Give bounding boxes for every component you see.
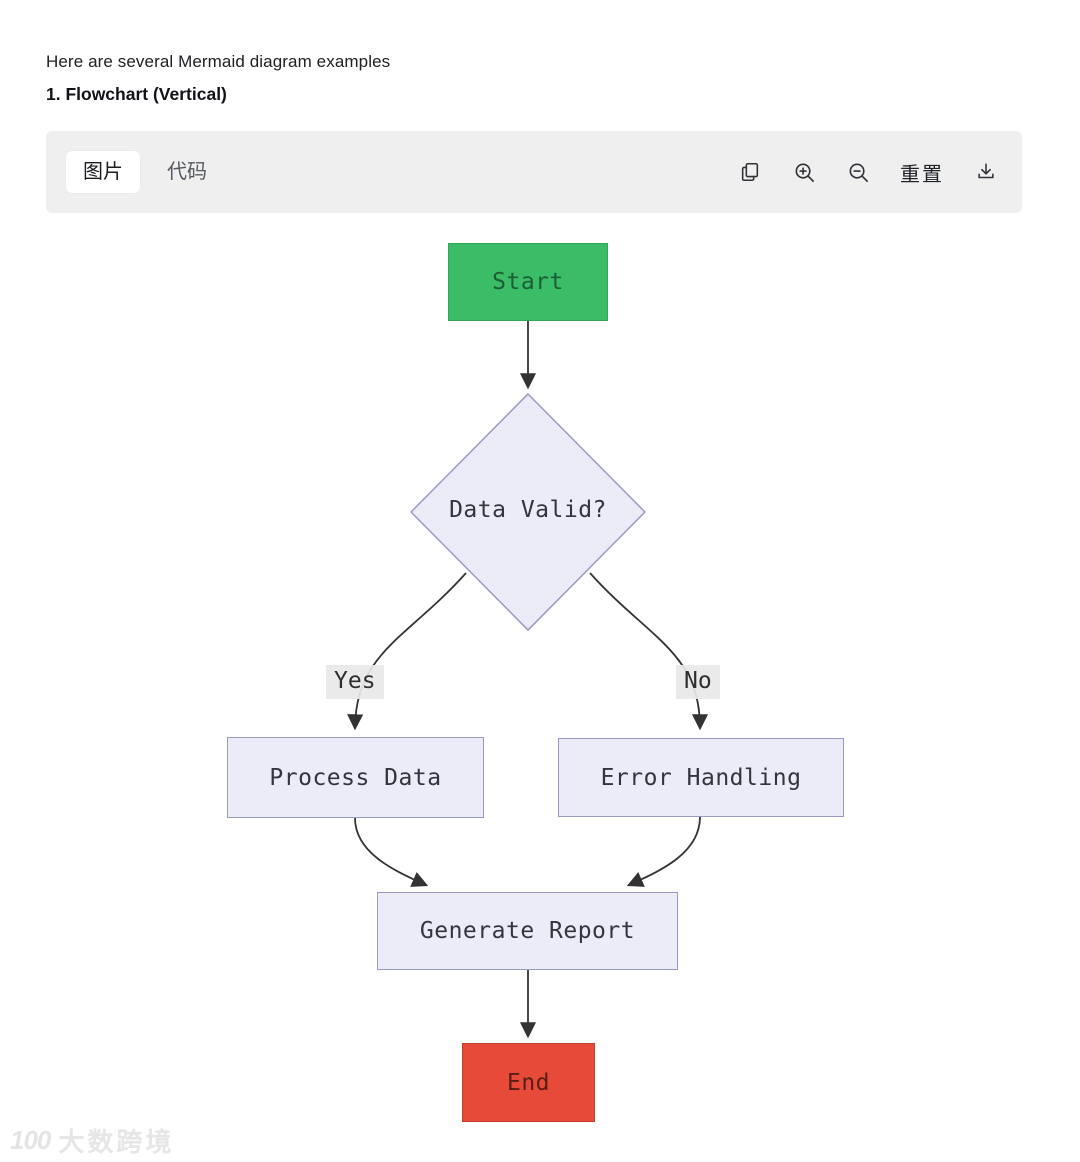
tab-image[interactable]: 图片 <box>66 151 140 193</box>
section-title: 1. Flowchart (Vertical) <box>46 84 227 104</box>
flowchart-node-decision-label: Data Valid? <box>449 497 607 523</box>
flowchart-node-start: Start <box>448 243 608 321</box>
edge-decision-process <box>347 572 467 731</box>
edge-label-yes: Yes <box>326 665 384 699</box>
toolbar-actions: 重置 <box>738 158 998 187</box>
intro-text: Here are several Mermaid diagram example… <box>46 52 391 71</box>
watermark-logo: 100 <box>10 1125 51 1155</box>
flowchart-node-report: Generate Report <box>377 892 678 970</box>
diagram-toolbar: 图片 代码 <box>46 131 1022 213</box>
zoom-in-icon[interactable] <box>792 160 816 184</box>
edge-decision-error <box>589 572 709 731</box>
view-tabs: 图片 代码 <box>66 151 224 193</box>
flowchart-node-end: End <box>462 1043 595 1122</box>
edge-process-report <box>354 817 429 887</box>
edge-label-no: No <box>676 665 720 699</box>
flowchart-node-process: Process Data <box>227 737 484 818</box>
tab-code[interactable]: 代码 <box>167 161 207 183</box>
flowchart-node-error: Error Handling <box>558 738 844 817</box>
reset-button[interactable]: 重置 <box>900 163 944 186</box>
watermark: 100 大数跨境 <box>10 1122 174 1159</box>
zoom-out-icon[interactable] <box>846 160 870 184</box>
edge-error-report <box>626 816 701 887</box>
copy-icon[interactable] <box>738 160 762 184</box>
download-icon[interactable] <box>974 160 998 184</box>
watermark-brand: 大数跨境 <box>58 1127 175 1157</box>
